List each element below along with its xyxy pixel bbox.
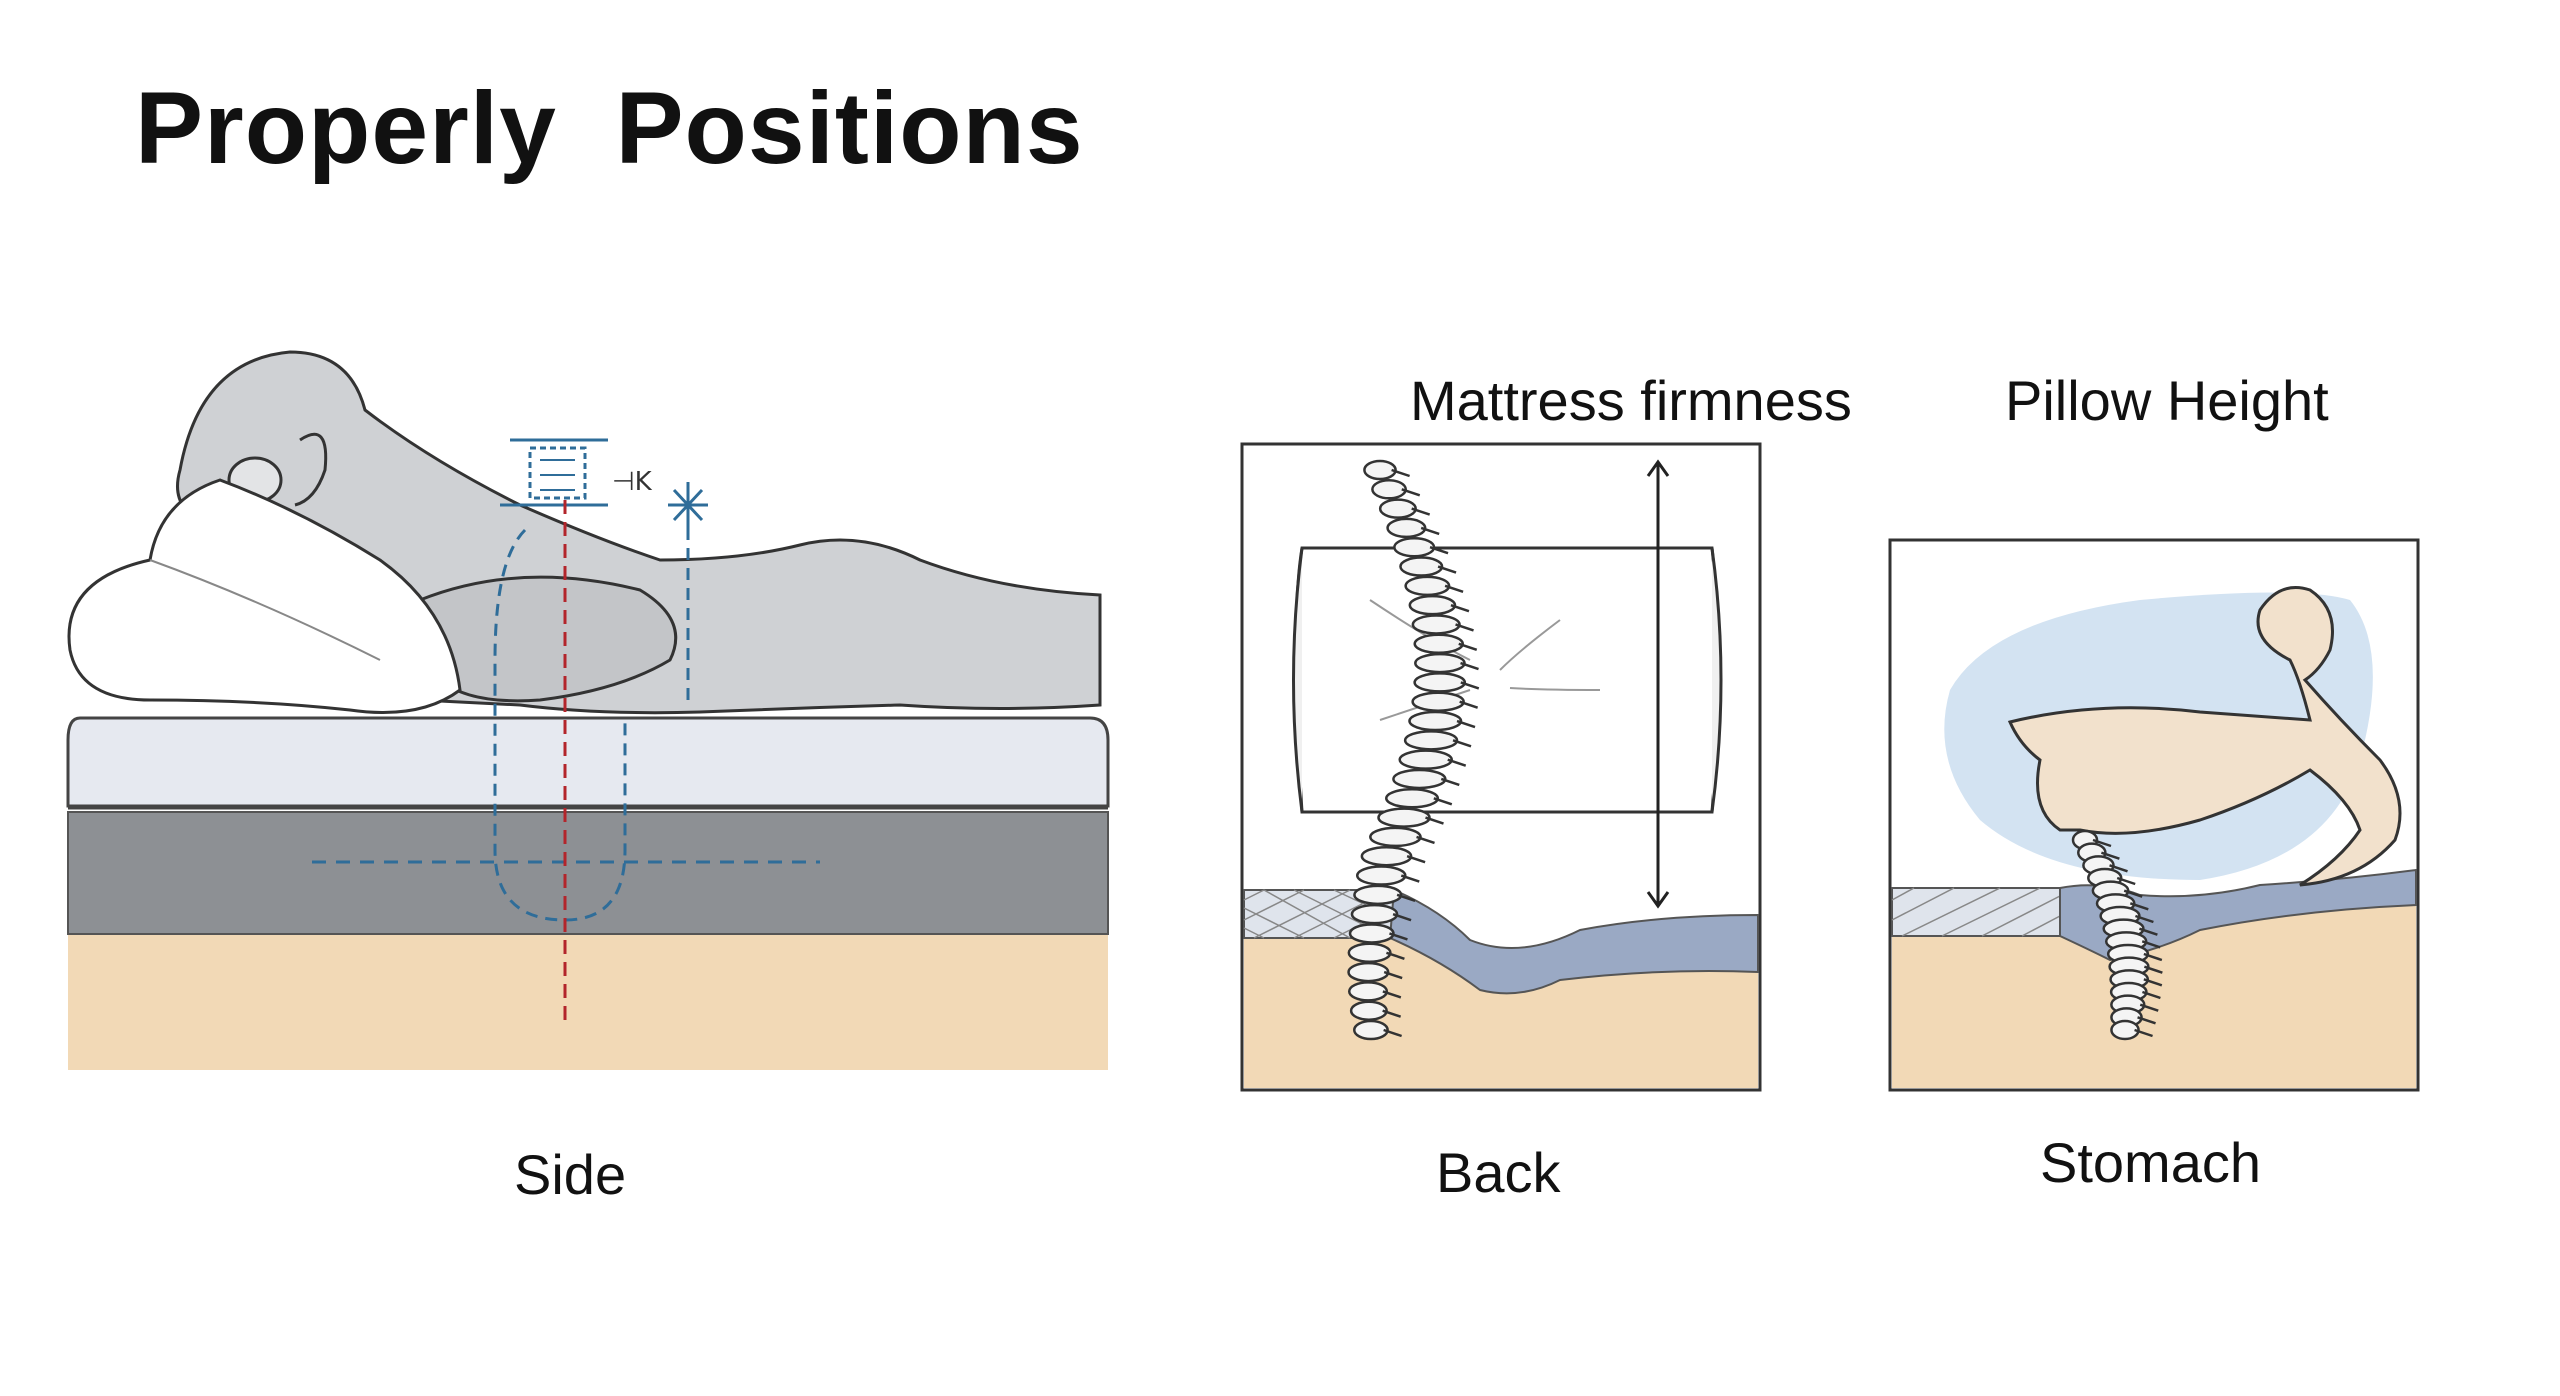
- pillow-icon: [67, 478, 462, 714]
- side-mattress-base: [67, 811, 1109, 935]
- back-caption: Back: [1436, 1141, 1561, 1204]
- pillow-icon: [1292, 546, 1723, 814]
- neck-marker-label: ⊣K: [612, 467, 653, 497]
- sleeper-figure-icon: [2007, 586, 2402, 887]
- spine-icon: [1347, 459, 1480, 1041]
- page-title: Properly Positions: [135, 71, 1084, 185]
- side-sleeping-illustration: ⊣K: [66, 350, 1110, 1070]
- mattress-firmness-label: Mattress firmness: [1410, 369, 1852, 432]
- star-icon: [668, 482, 708, 528]
- stomach-caption: Stomach: [2040, 1131, 2261, 1194]
- side-mattress-top: [66, 716, 1110, 808]
- alignment-marker: [500, 438, 608, 507]
- back-sleeping-panel: [1240, 442, 1762, 1092]
- height-arrow: [1646, 459, 1670, 909]
- spine-icon: [2071, 829, 2163, 1041]
- pillow-height-label: Pillow Height: [2005, 369, 2329, 432]
- side-floor: [68, 932, 1108, 1070]
- stomach-sleeping-panel: [1888, 538, 2420, 1092]
- side-caption: Side: [514, 1143, 627, 1206]
